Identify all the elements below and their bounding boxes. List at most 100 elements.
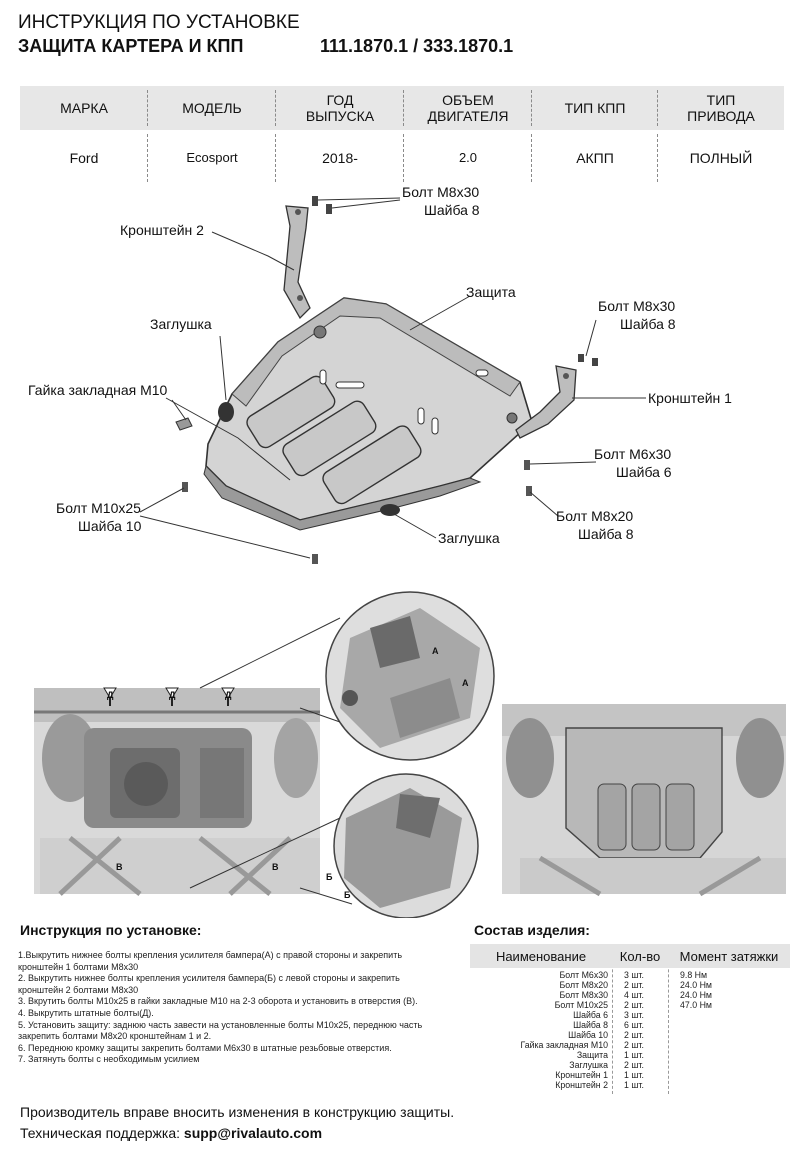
- exploded-diagram: Болт М8х30 Шайба 8 Кронштейн 2 Защита Бо…: [0, 184, 804, 586]
- photo-underbody-left: [34, 687, 320, 896]
- manufacturer-note: Производитель вправе вносить изменения в…: [20, 1104, 455, 1120]
- label-bolt-m8x20: Болт М8х20: [556, 508, 634, 524]
- composition-cell-qty: 1 шт.: [624, 1080, 644, 1090]
- composition-cell-qty: 2 шт.: [624, 1030, 644, 1040]
- composition-row: Шайба 10 2 шт.: [470, 1030, 790, 1040]
- composition-title: Состав изделия:: [474, 922, 590, 938]
- composition-cell-torque: [668, 1050, 790, 1060]
- label-nut-m10: Гайка закладная М10: [28, 382, 168, 398]
- spec-value-gearbox: АКПП: [532, 130, 658, 186]
- composition-cell-name: Болт М10х25: [554, 1000, 608, 1010]
- composition-cell-name: Шайба 6: [573, 1010, 608, 1020]
- composition-row: Защита 1 шт.: [470, 1050, 790, 1060]
- label-bolt-m8x30-top: Болт М8х30: [402, 184, 480, 200]
- marker-a-1: А: [432, 646, 439, 656]
- product-code: 111.1870.1 / 333.1870.1: [320, 36, 514, 56]
- spec-header-text: ВЫПУСКА: [305, 108, 375, 124]
- marker-v-2: В: [272, 862, 279, 872]
- spec-value-year: 2018-: [276, 130, 404, 186]
- support-email-link[interactable]: supp@rivalauto.com: [183, 1125, 323, 1141]
- label-bracket-1: Кронштейн 1: [648, 390, 732, 406]
- composition-header-torque: Момент затяжки: [679, 948, 779, 964]
- support-label: Техническая поддержка:: [20, 1125, 181, 1141]
- spec-value-model: Ecosport: [148, 130, 276, 186]
- marker-v-1: В: [116, 862, 123, 872]
- composition-cell-torque: [668, 1060, 790, 1070]
- composition-cell-torque: 47.0 Нм: [680, 1000, 712, 1010]
- marker-a-2: А: [462, 678, 469, 688]
- instruction-step: 4. Выкрутить штатные болты(Д).: [18, 1007, 154, 1018]
- label-washer-8-bottom: Шайба 8: [578, 526, 634, 542]
- spec-header-text: ГОД: [326, 92, 354, 108]
- composition-cell-torque: [668, 1040, 790, 1050]
- composition-table: Наименование Кол-во Момент затяжки Болт …: [470, 944, 790, 1090]
- spec-header-text: ПРИВОДА: [687, 108, 755, 124]
- product-title: ЗАЩИТА КАРТЕРА И КПП: [18, 36, 244, 56]
- label-bolt-m6x30: Болт М6х30: [594, 446, 672, 462]
- spec-header-model: МОДЕЛЬ: [148, 86, 276, 130]
- spec-header-text: ОБЪЕМ: [442, 92, 494, 108]
- instruction-step: 7. Затянуть болты с необходимым усилием: [18, 1054, 200, 1065]
- composition-cell-name: Кронштейн 2: [555, 1080, 608, 1090]
- photo-inset-a: [325, 591, 495, 761]
- composition-cell-qty: 2 шт.: [624, 1000, 644, 1010]
- marker-d-3: Д: [225, 690, 232, 700]
- label-washer-10: Шайба 10: [78, 518, 142, 534]
- instruction-step: 5. Установить защиту: заднюю часть завес…: [18, 1019, 423, 1042]
- composition-cell-name: Заглушка: [569, 1060, 608, 1070]
- label-washer-8-top: Шайба 8: [424, 202, 480, 218]
- photo-installed-right: [502, 704, 786, 897]
- composition-cell-qty: 4 шт.: [624, 990, 644, 1000]
- instruction-step: 6. Переднюю кромку защиты закрепить болт…: [18, 1042, 392, 1053]
- composition-cell-qty: 1 шт.: [624, 1050, 644, 1060]
- marker-b-1: Б: [326, 872, 333, 882]
- composition-cell-name: Болт М6х30: [559, 970, 608, 980]
- spec-value-make: Ford: [20, 130, 148, 186]
- spec-header-make: МАРКА: [20, 86, 148, 130]
- composition-cell-torque: 24.0 Нм: [680, 980, 712, 990]
- instruction-step: 3. Вкрутить болты М10х25 в гайки закладн…: [18, 996, 418, 1007]
- composition-cell-name: Болт М8х20: [559, 980, 608, 990]
- composition-divider: [612, 944, 613, 1094]
- support-line: Техническая поддержка: supp@rivalauto.co…: [20, 1125, 322, 1141]
- spec-value-row: Ford Ecosport 2018- 2.0 АКПП ПОЛНЫЙ: [20, 130, 784, 186]
- composition-cell-name: Защита: [576, 1050, 608, 1060]
- installation-photos: Д Д Д А А Б Б В В: [0, 588, 804, 919]
- composition-row: Болт М10х25 2 шт. 47.0 Нм: [470, 1000, 790, 1010]
- label-washer-6: Шайба 6: [616, 464, 672, 480]
- composition-cell-torque: [668, 1080, 790, 1090]
- spec-header-text: МОДЕЛЬ: [182, 100, 242, 116]
- label-bolt-m8x30-right: Болт М8х30: [598, 298, 676, 314]
- composition-header-name: Наименование: [495, 948, 587, 964]
- composition-row: Заглушка 2 шт.: [470, 1060, 790, 1070]
- instructions-title: Инструкция по установке:: [20, 922, 202, 938]
- marker-d-1: Д: [107, 690, 114, 700]
- composition-row: Кронштейн 2 1 шт.: [470, 1080, 790, 1090]
- spec-header-text: ТИП КПП: [564, 100, 626, 116]
- composition-cell-name: Шайба 8: [573, 1020, 608, 1030]
- marker-d-2: Д: [169, 690, 176, 700]
- spec-value-engine: 2.0: [404, 130, 532, 186]
- composition-cell-qty: 2 шт.: [624, 1060, 644, 1070]
- composition-cell-name: Гайка закладная М10: [520, 1040, 608, 1050]
- composition-cell-torque: [668, 1020, 790, 1030]
- spec-header-gearbox: ТИП КПП: [532, 86, 658, 130]
- composition-cell-name: Кронштейн 1: [555, 1070, 608, 1080]
- composition-divider: [668, 944, 669, 1094]
- composition-cell-name: Шайба 10: [568, 1030, 608, 1040]
- composition-header-row: Наименование Кол-во Момент затяжки: [470, 944, 790, 968]
- photos-drawing: [34, 591, 786, 919]
- label-plug-bottom: Заглушка: [438, 530, 500, 546]
- composition-cell-qty: 2 шт.: [624, 1040, 644, 1050]
- spec-value-drive: ПОЛНЫЙ: [689, 150, 753, 166]
- label-bracket-2: Кронштейн 2: [120, 222, 204, 238]
- label-washer-8-right: Шайба 8: [620, 316, 676, 332]
- composition-cell-qty: 3 шт.: [624, 1010, 644, 1020]
